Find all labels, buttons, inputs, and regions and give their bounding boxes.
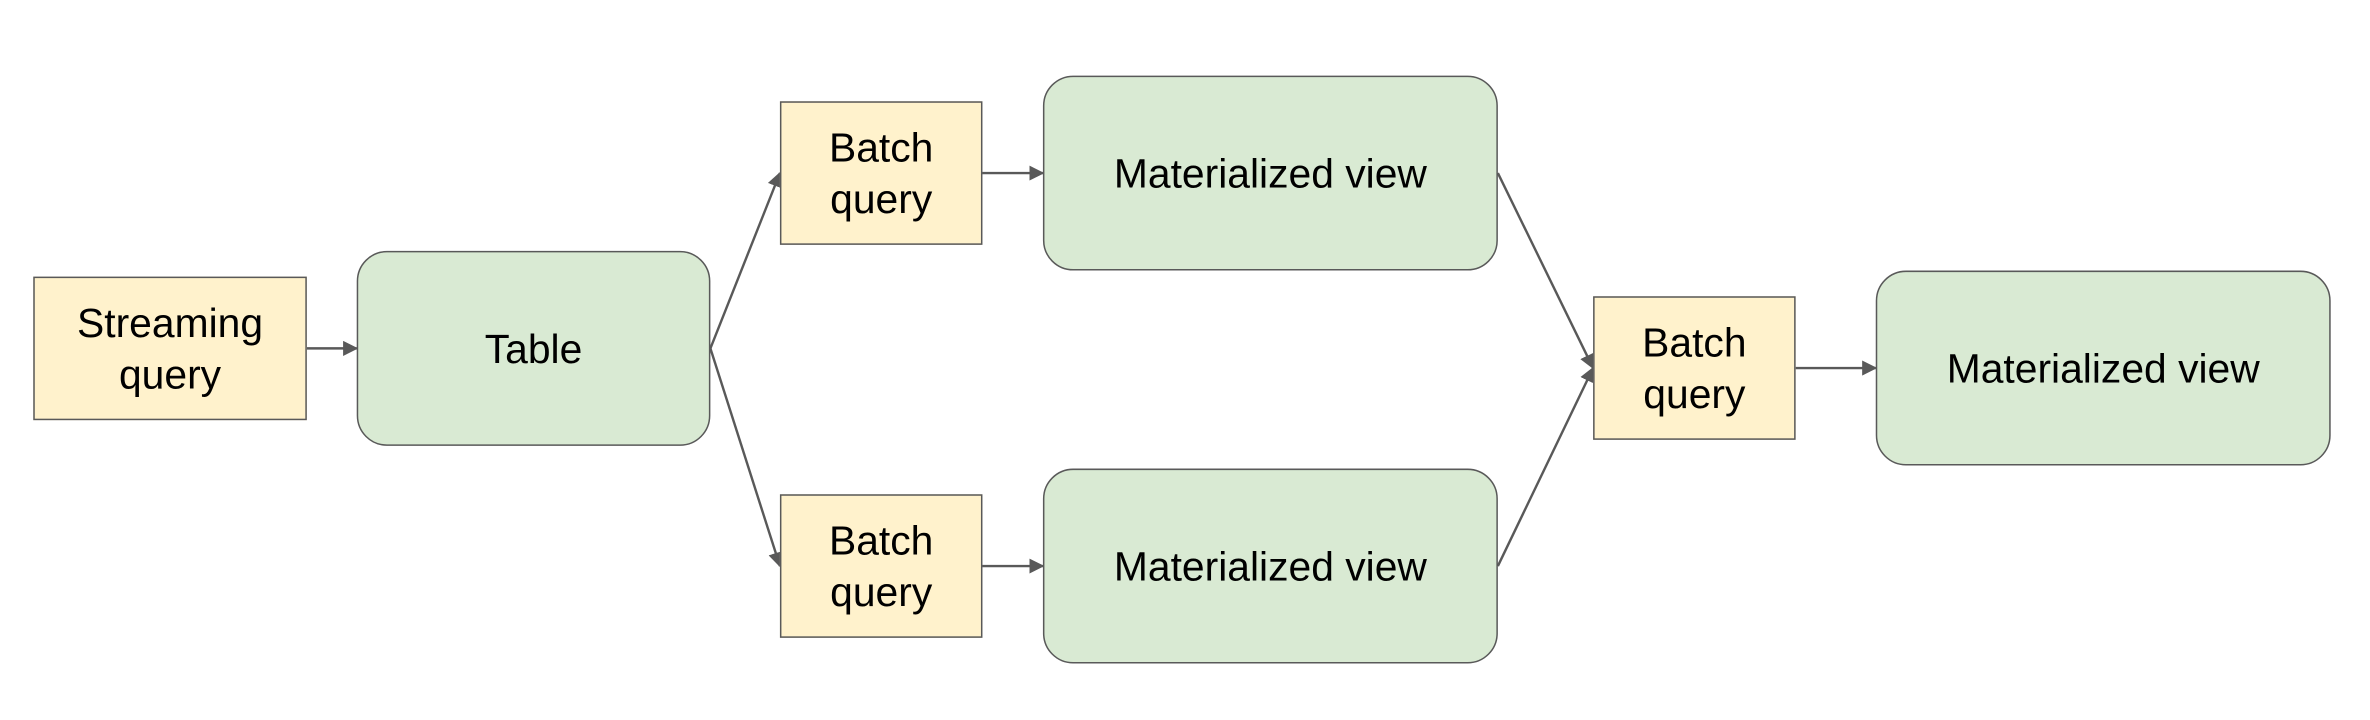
batch-query-bottom-node: Batch query: [779, 494, 983, 638]
batch-query-merge-label: Batch query: [1642, 319, 1747, 417]
materialized-view-bottom-node: Materialized view: [1042, 468, 1498, 664]
table-label: Table: [484, 325, 583, 372]
streaming-query-node: Streaming query: [33, 276, 307, 421]
materialized-view-final-label: Materialized view: [1946, 345, 2260, 391]
edge-materialized-view-top-to-batch-query-merge: [1496, 172, 1595, 370]
batch-query-merge-node: Batch query: [1593, 296, 1796, 440]
streaming-query-label: Streaming query: [77, 300, 264, 397]
edge-table-to-batch-query-top: [709, 171, 782, 349]
table-node: Table: [356, 250, 711, 446]
edge-table-to-batch-query-bottom: [709, 348, 783, 568]
batch-query-top-label: Batch query: [828, 124, 934, 222]
batch-query-top-node: Batch query: [779, 101, 983, 245]
batch-query-bottom-label: Batch query: [828, 517, 934, 615]
materialized-view-top-node: Materialized view: [1042, 75, 1498, 271]
materialized-view-final-node: Materialized view: [1875, 270, 2331, 466]
materialized-view-top-label: Materialized view: [1113, 150, 1427, 196]
edge-materialized-view-bottom-to-batch-query-merge: [1496, 366, 1595, 567]
materialized-view-bottom-label: Materialized view: [1113, 543, 1427, 589]
